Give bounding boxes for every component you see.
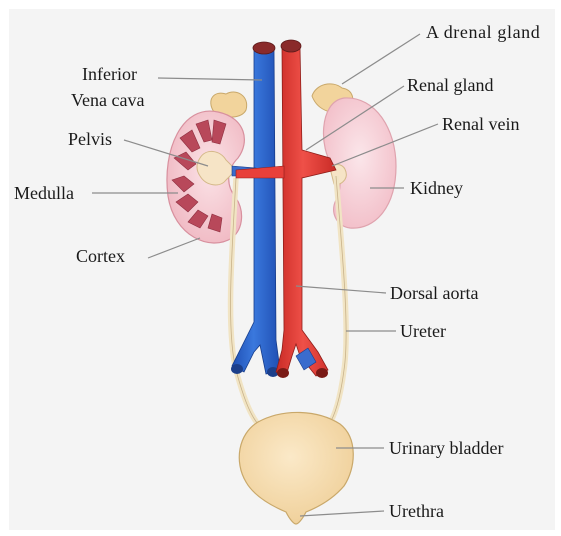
leader-dorsal-aorta xyxy=(296,286,386,293)
aorta-top xyxy=(281,40,301,52)
label-renal-vein: Renal vein xyxy=(442,113,519,135)
leader-cortex xyxy=(148,238,200,258)
label-pelvis: Pelvis xyxy=(68,128,112,150)
aorta-branch-left xyxy=(277,368,289,378)
urinary-bladder xyxy=(239,412,353,524)
label-dorsal-aorta: Dorsal aorta xyxy=(390,282,478,304)
label-inferior-vena-cava-line2: Vena cava xyxy=(71,89,144,111)
kidney-right xyxy=(323,98,396,228)
label-medulla: Medulla xyxy=(14,182,74,204)
vena-cava-top xyxy=(253,42,275,54)
leader-urethra xyxy=(300,511,384,516)
label-inferior-vena-cava-line1: Inferior xyxy=(82,63,137,85)
label-cortex: Cortex xyxy=(76,245,125,267)
label-ureter: Ureter xyxy=(400,320,446,342)
aorta-branch-right xyxy=(316,368,328,378)
label-renal-gland: Renal gland xyxy=(407,74,493,96)
label-urethra: Urethra xyxy=(389,500,444,522)
label-adrenal-gland: A drenal gland xyxy=(426,21,540,43)
label-kidney: Kidney xyxy=(410,177,463,199)
leader-inferior-vena-cava xyxy=(158,78,262,80)
vena-cava-branch-left xyxy=(231,364,243,374)
label-urinary-bladder: Urinary bladder xyxy=(389,437,503,459)
